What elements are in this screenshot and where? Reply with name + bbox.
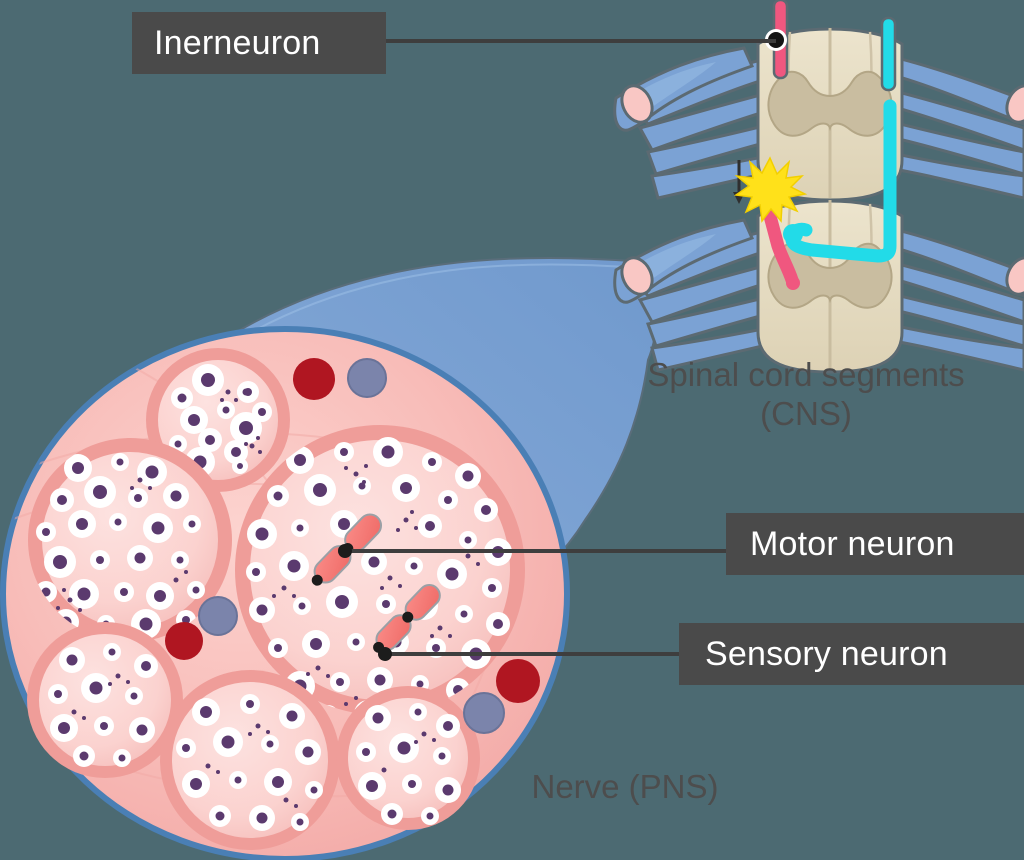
label-nerve-pns: Nerve (PNS)	[480, 768, 770, 807]
leader-lines	[345, 39, 776, 656]
label-interneuron-text: Inerneuron	[154, 23, 321, 62]
root-tip-right-upper	[1005, 84, 1024, 124]
label-spinal-cord-line1: Spinal cord segments	[647, 356, 965, 393]
label-motor-neuron-text: Motor neuron	[750, 524, 955, 563]
label-sensory-neuron-text: Sensory neuron	[705, 634, 948, 673]
motor-tract-upper	[880, 16, 897, 92]
nerve-roots-right-upper	[878, 52, 1024, 200]
interneuron-tract-upper	[765, 0, 789, 80]
fascicle	[28, 438, 232, 642]
axon-cluster	[35, 453, 205, 642]
fascicle	[235, 425, 525, 715]
sensory-neuron-path	[763, 209, 800, 290]
axon-cluster	[48, 643, 158, 767]
spinal-cord-segment-lower	[613, 199, 1024, 374]
nerve-roots-right-lower	[878, 224, 1024, 372]
label-interneuron[interactable]: Inerneuron	[132, 12, 386, 74]
nerve-cross-section	[0, 326, 570, 860]
blood-vessel-red	[165, 358, 540, 703]
label-motor-neuron[interactable]: Motor neuron	[726, 513, 1024, 575]
fascicle	[146, 348, 290, 492]
fascicle	[336, 686, 480, 830]
axon-cluster	[169, 364, 272, 477]
leader-endpoints	[338, 544, 392, 661]
label-spinal-cord-line2: (CNS)	[760, 394, 852, 432]
stimulus-starburst-icon	[733, 156, 808, 223]
root-tip-left-upper	[620, 84, 654, 124]
spinal-cord-segment-upper	[613, 27, 1024, 202]
motor-soma	[783, 224, 803, 244]
blood-vessel-blue	[198, 358, 505, 734]
axon-cluster	[356, 703, 461, 825]
leader-dot-sensory	[378, 647, 392, 661]
nerve-roots-left-upper	[627, 52, 792, 200]
root-tip-left-lower	[620, 256, 654, 296]
axon-cluster	[176, 694, 323, 831]
fascicle	[160, 670, 340, 850]
root-tip-right-lower	[1005, 256, 1024, 296]
fascicle	[27, 622, 183, 778]
label-sensory-neuron[interactable]: Sensory neuron	[679, 623, 1024, 685]
label-spinal-cord-segments: Spinal cord segments (CNS)	[588, 356, 1024, 434]
label-nerve-pns-text: Nerve (PNS)	[531, 768, 719, 805]
motor-neuron-path	[783, 189, 897, 263]
leader-dot-motor	[338, 544, 352, 558]
